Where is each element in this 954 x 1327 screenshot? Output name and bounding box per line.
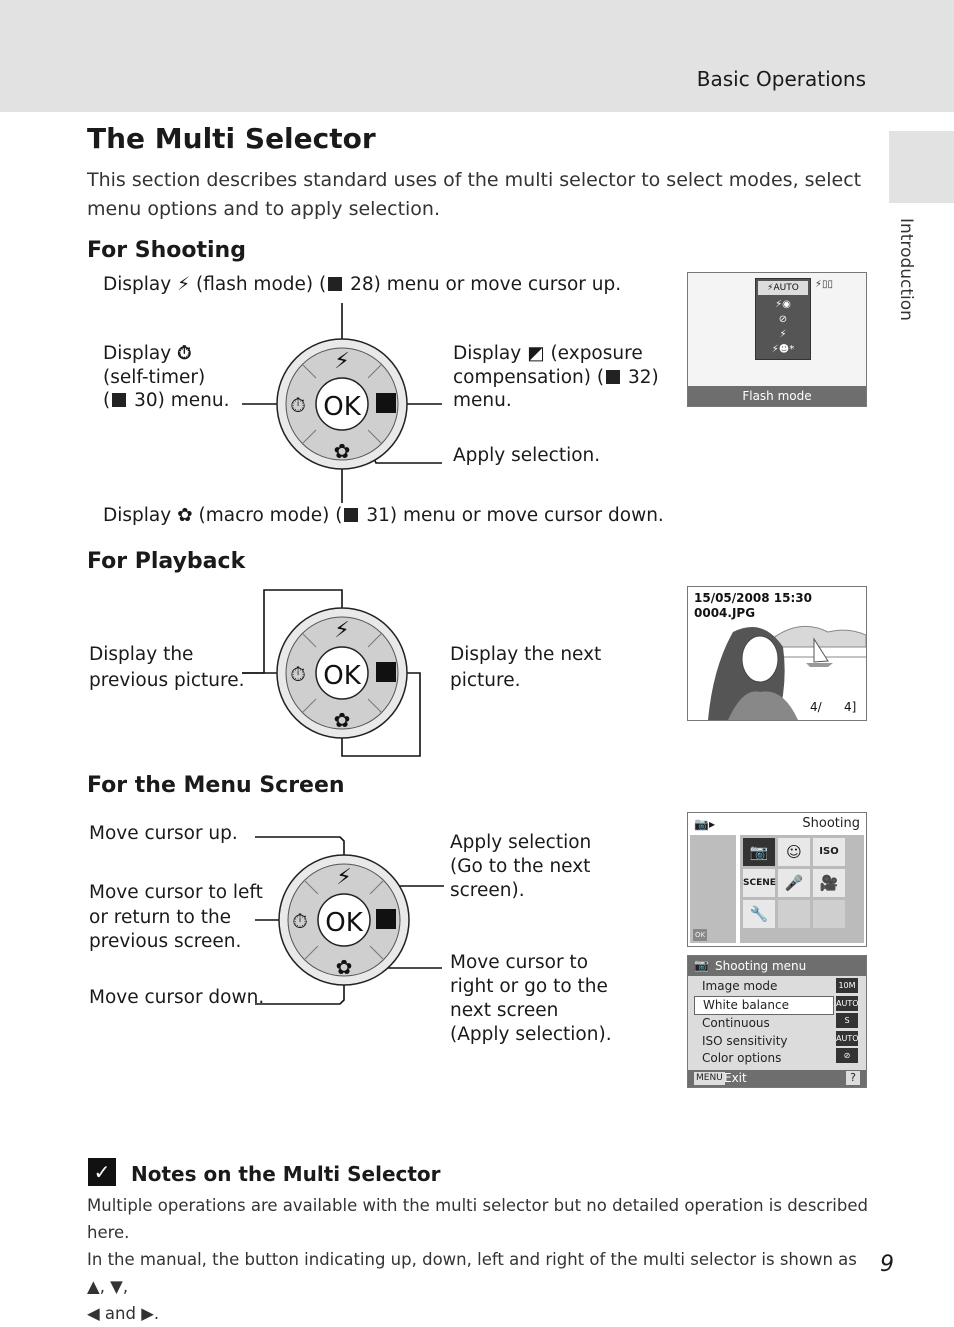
empty-slot (813, 900, 845, 928)
section-title: Basic Operations (696, 67, 866, 91)
macro-icon: ✿ (177, 505, 193, 526)
menu-title-bar: 📷 Shooting menu (688, 956, 866, 976)
notes-text: Multiple operations are available with t… (87, 1196, 868, 1323)
movie-icon: 🎥 (813, 869, 845, 897)
flash-mode-screen: ⚡AUTO ⚡◉ ⊘ ⚡ ⚡☻* ⚡▯▯ Flash mode (687, 272, 867, 407)
camera-icon: 📷▸ (694, 817, 715, 831)
label-flash: Display ⚡ (flash mode) ( 28) menu or mov… (103, 274, 622, 295)
auto-mode-icon: 📷 (743, 838, 775, 866)
page-ref-icon (606, 369, 621, 384)
playback-screen: 15/05/2008 15:30 0004.JPG 4/ 4] (687, 586, 867, 721)
multi-selector-diagram-playback: OK ⚡ ⏱ ✿ (242, 589, 421, 757)
label-cursor-down: Move cursor down. (89, 987, 265, 1008)
portrait-photo (688, 587, 866, 720)
multi-selector-diagram-menu: OK ⚡ ⏱ ✿ (255, 836, 444, 1005)
flash-icon: ⚡ (336, 865, 351, 890)
self-timer-icon: ⏱ (290, 662, 306, 686)
heading-playback: For Playback (87, 549, 246, 574)
exposure-comp-icon: ◩ (527, 343, 545, 364)
exposure-comp-icon (376, 909, 396, 929)
label-apply: Apply selection. (453, 445, 601, 466)
page-ref-icon (112, 393, 127, 407)
label-macro: Display ✿ (macro mode) ( 31) menu or mov… (103, 505, 664, 526)
self-timer-icon: ⏱ (290, 393, 306, 417)
page-ref-icon (328, 277, 343, 291)
side-tab-label: Introduction (896, 218, 916, 321)
ok-button-label: OK (323, 661, 361, 691)
menu-footer: MENU Exit ? (688, 1070, 866, 1087)
mode-icon-grid: 📷 ☺ ISO SCENE 🎤 🎥 🔧 (740, 835, 864, 943)
empty-slot (778, 900, 810, 928)
page-number: 9 (880, 1252, 894, 1277)
intro-text: This section describes standard uses of … (87, 169, 862, 220)
microphone-icon: 🎤 (778, 869, 810, 897)
help-icon: ? (846, 1071, 860, 1085)
page-title: The Multi Selector (87, 122, 376, 155)
flash-icon: ⚡ (177, 274, 191, 295)
heading-shooting: For Shooting (87, 238, 246, 263)
label-cursor-up: Move cursor up. (89, 823, 238, 844)
ok-button-label: OK (325, 908, 363, 938)
ok-button-label: OK (323, 392, 361, 422)
label-self-timer: Display ⏱ (self-timer) ( 30) menu. (103, 343, 230, 411)
page-ref-icon (344, 508, 359, 522)
side-tab (889, 131, 954, 203)
macro-icon: ✿ (336, 955, 353, 979)
header-band (0, 0, 954, 112)
flash-icon: ⚡ (334, 349, 349, 374)
exposure-comp-icon (376, 662, 396, 682)
setup-icon: 🔧 (743, 900, 775, 928)
shooting-mode-screen: 📷▸ Shooting OK 📷 ☺ ISO SCENE 🎤 🎥 🔧 (687, 812, 867, 947)
menu-items: Image mode White balance Continuous ISO … (694, 978, 834, 1068)
exposure-comp-icon (376, 393, 396, 413)
flash-icon: ⚡ (334, 618, 349, 643)
heading-menu-screen: For the Menu Screen (87, 773, 345, 798)
hi-iso-icon: ISO (813, 838, 845, 866)
flash-menu-list: ⚡AUTO ⚡◉ ⊘ ⚡ ⚡☻* (755, 278, 811, 360)
camera-icon: 📷 (694, 958, 709, 972)
self-timer-icon: ⏱ (177, 343, 192, 364)
self-timer-icon: ⏱ (292, 909, 308, 933)
shooting-menu-screen: 📷 Shooting menu Image mode White balance… (687, 955, 867, 1088)
smile-icon: ☺ (778, 838, 810, 866)
note-check-icon: ✓ (88, 1158, 116, 1186)
menu-values: 10M AUTO S AUTO ⊘ (836, 978, 859, 1066)
mode-preview-panel (690, 835, 736, 943)
flash-mode-caption: Flash mode (688, 386, 866, 406)
macro-icon: ✿ (334, 708, 351, 732)
label-exposure: Display ◩ (exposure compensation) ( 32) … (453, 343, 659, 411)
notes-title: Notes on the Multi Selector (131, 1162, 441, 1186)
multi-selector-diagram-shooting: OK ⚡ ⏱ ✿ (242, 303, 442, 503)
scene-icon: SCENE (743, 869, 776, 897)
macro-icon: ✿ (334, 439, 351, 463)
